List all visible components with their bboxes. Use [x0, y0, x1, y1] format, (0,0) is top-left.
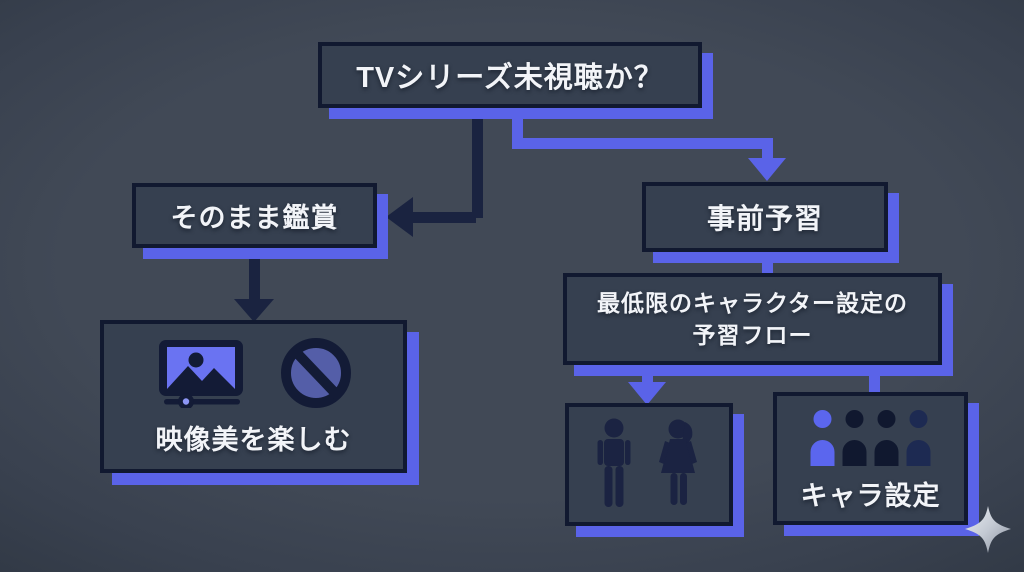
connector-blue-h1 [512, 138, 773, 149]
node-enjoy-visuals-label: 映像美を楽しむ [155, 425, 352, 455]
characters-icons [593, 418, 705, 512]
connector-blue-v5 [869, 371, 880, 395]
node-watch-as-is: そのまま鑑賞 [132, 183, 377, 248]
node-chara-settings: キャラ設定 [773, 392, 968, 525]
sparkle-icon [965, 506, 1011, 553]
node-pre-study-label: 事前予習 [706, 203, 823, 234]
man-icon [597, 418, 631, 507]
connector-blue-v3 [762, 248, 773, 276]
person-icon [906, 410, 931, 466]
node-chara-settings-label: キャラ設定 [800, 481, 941, 511]
prohibition-icon [280, 338, 351, 408]
person-icon [874, 410, 899, 466]
arrowhead-down-blue2-icon [628, 382, 666, 405]
node-minimal-flow-line1: 最低限のキャラクター設定の [596, 289, 909, 316]
node-question: TVシリーズ未視聴か？ [318, 42, 702, 108]
arrowhead-left-icon [386, 197, 413, 237]
node-watch-as-is-label: そのまま鑑賞 [170, 203, 339, 233]
person-icon [842, 410, 867, 466]
node-question-label: TVシリーズ未視聴か？ [356, 62, 664, 94]
node-enjoy-visuals: 映像美を楽しむ [100, 320, 407, 473]
connector-dark-vertical [472, 110, 483, 218]
connector-blue-v1 [512, 114, 523, 147]
node-pre-study: 事前予習 [642, 182, 888, 252]
enjoy-visuals-icons [157, 338, 351, 408]
connector-dark-horizontal [406, 212, 476, 223]
person-icon-highlighted [810, 410, 835, 466]
chara-settings-icons [809, 410, 932, 466]
connector-dark-down [249, 252, 260, 300]
woman-icon [659, 419, 697, 505]
arrowhead-down-dark-icon [234, 299, 274, 322]
node-minimal-flow: 最低限のキャラクター設定の 予習フロー [563, 273, 942, 365]
node-characters [565, 403, 733, 526]
arrowhead-down-blue-icon [748, 158, 786, 181]
connector-blue-v2 [762, 145, 773, 160]
node-minimal-flow-line2: 予習フロー [692, 322, 813, 348]
picture-icon [158, 340, 243, 408]
connector-blue-v4 [642, 371, 653, 384]
